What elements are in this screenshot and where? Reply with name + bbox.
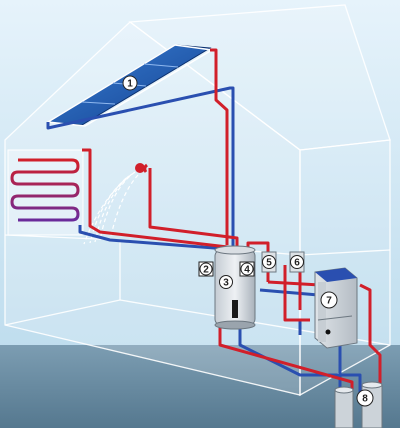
callout-1: 1 — [122, 75, 138, 91]
floor-heating-coil — [7, 149, 84, 236]
callout-8-label: 8 — [362, 394, 368, 405]
callout-8: 8 — [356, 389, 374, 407]
callout-1-label: 1 — [127, 79, 133, 90]
boiler — [314, 267, 358, 349]
cold-pipes — [46, 86, 362, 395]
callout-5-label: 5 — [266, 258, 272, 269]
callout-4: 4 — [239, 261, 255, 277]
callout-6-label: 6 — [294, 258, 300, 269]
callout-6: 6 — [290, 255, 304, 269]
callout-4-label: 4 — [244, 265, 250, 276]
callout-7-label: 7 — [326, 296, 332, 307]
callout-3-label: 3 — [223, 278, 229, 289]
storage-tank — [214, 245, 256, 330]
callout-3: 3 — [219, 275, 233, 289]
callout-5: 5 — [262, 255, 276, 269]
shower — [83, 163, 148, 245]
callout-2-label: 2 — [203, 265, 209, 276]
callout-7: 7 — [320, 291, 338, 309]
callout-2: 2 — [198, 261, 214, 277]
